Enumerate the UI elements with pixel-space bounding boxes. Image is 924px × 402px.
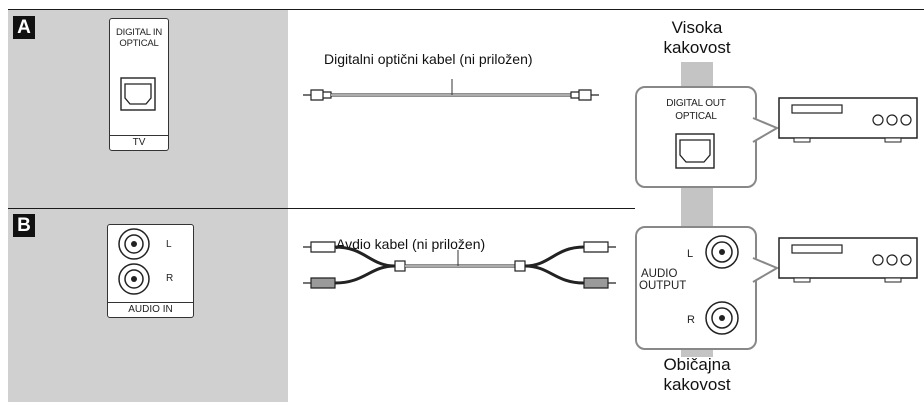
high-quality-label-line2: kakovost <box>663 38 731 57</box>
tv-optical-port-icon <box>120 77 156 111</box>
device-label-left: L <box>687 248 694 260</box>
high-quality-label-line1: Visoka <box>671 18 723 37</box>
tv-rca-jack-right-icon <box>118 263 150 295</box>
device-output-line1: AUDIO <box>641 268 678 280</box>
device-output-line2: OUTPUT <box>639 280 687 292</box>
audio-cable-icon <box>303 241 616 289</box>
device-rca-jack-right-icon <box>705 301 739 335</box>
external-device-b-icon <box>778 237 918 283</box>
optical-cable-label: Digitalni optični kabel (ni priložen) <box>324 51 533 67</box>
section-a-badge: A <box>13 16 35 39</box>
device-optical-title-line1: DIGITAL OUT <box>666 98 726 109</box>
normal-quality-label-line2: kakovost <box>663 375 731 394</box>
tv-rca-jack-left-icon <box>118 228 150 260</box>
tv-audio-in-jack-panel: L R AUDIO IN <box>107 224 194 318</box>
top-divider <box>8 9 924 10</box>
normal-quality-label-line1: Običajna <box>663 355 731 374</box>
section-divider <box>8 208 635 209</box>
device-label-right: R <box>687 314 695 326</box>
tv-jack-footer: TV <box>110 135 168 150</box>
device-optical-port-icon <box>675 133 715 169</box>
tv-audio-in-footer: AUDIO IN <box>108 302 193 317</box>
tv-optical-title-line1: DIGITAL IN <box>115 27 163 38</box>
tv-jack-label-left: L <box>166 239 172 250</box>
device-optical-title-line2: OPTICAL <box>675 111 717 122</box>
tv-jack-label-right: R <box>166 273 174 284</box>
tv-optical-title-line2: OPTICAL <box>119 38 159 49</box>
section-b-badge: B <box>13 214 35 237</box>
external-device-a-icon <box>778 97 918 143</box>
audio-cable-label: Avdio kabel (ni priložen) <box>336 236 486 252</box>
device-rca-jack-left-icon <box>705 235 739 269</box>
optical-cable-icon <box>303 79 599 101</box>
